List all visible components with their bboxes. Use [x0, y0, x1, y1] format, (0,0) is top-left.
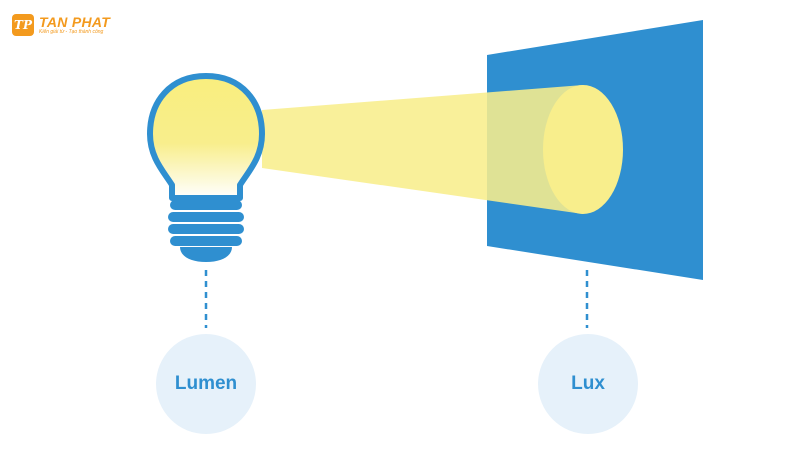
lux-label: Lux: [571, 373, 605, 394]
brand-mark-icon: TP: [12, 14, 34, 36]
brand-name: TAN PHAT: [39, 13, 111, 30]
brand-logo: TP TAN PHAT Kiến giải từ - Tạo thành côn…: [12, 14, 110, 36]
lumen-label-circle: Lumen: [156, 334, 256, 434]
lumen-label: Lumen: [174, 373, 238, 394]
brand-tagline: Kiến giải từ - Tạo thành công: [39, 28, 104, 35]
light-beam: [262, 85, 583, 214]
illuminated-spot: [543, 85, 623, 214]
brand-text: TAN PHAT Kiến giải từ - Tạo thành công: [39, 15, 110, 36]
lux-label-circle: Lux: [538, 334, 638, 434]
light-bulb-icon: [147, 73, 265, 262]
